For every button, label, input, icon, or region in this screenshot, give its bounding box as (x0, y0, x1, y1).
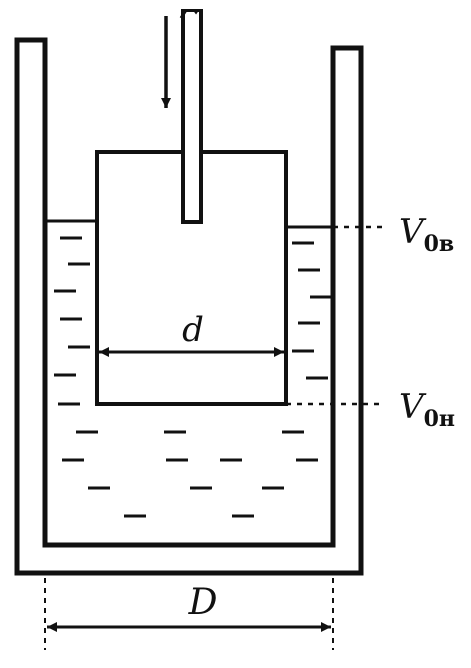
piston-rod (179, 0, 205, 224)
outer-vessel (14, 37, 364, 576)
inner-diameter-label: d (182, 310, 204, 350)
water-dashes (54, 236, 332, 518)
lower-level-subscript: 0н (424, 406, 455, 432)
outer-diameter-label: D (188, 582, 218, 623)
lower-level-symbol: V (399, 387, 427, 427)
upper-level-label: V0в (399, 212, 454, 257)
lower-level-label: V0н (399, 387, 455, 432)
upper-level-symbol: V (399, 212, 427, 252)
upper-level-subscript: 0в (424, 231, 455, 257)
